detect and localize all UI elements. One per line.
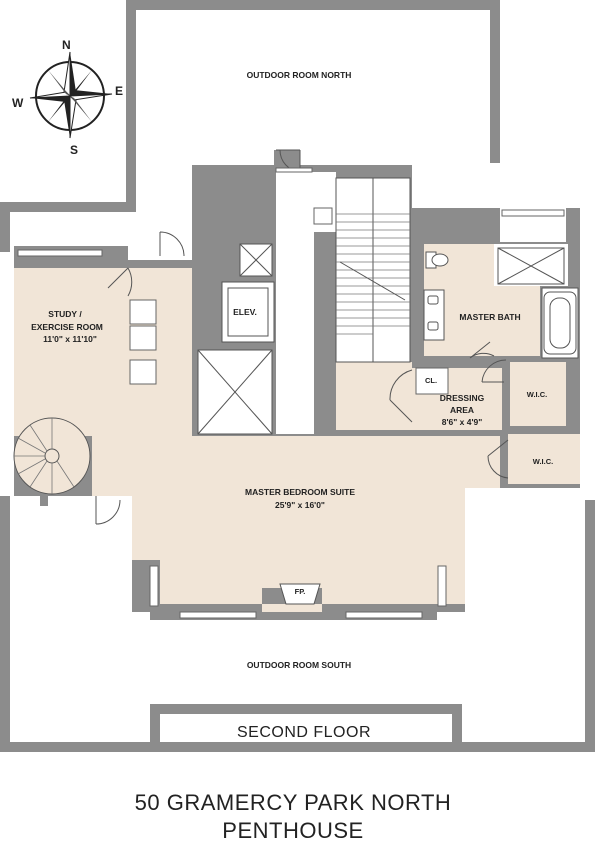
- main-staircase: [335, 177, 411, 363]
- master-bedroom-label: MASTER BEDROOM SUITE: [245, 487, 355, 497]
- spiral-staircase: [13, 417, 91, 495]
- master-bedroom-dimensions: 25'9" x 16'0": [275, 500, 325, 510]
- elevator-shaft: [197, 243, 275, 435]
- outdoor-room-north: [0, 0, 500, 252]
- compass-north-label: N: [62, 38, 71, 52]
- dressing-area-label-line2: AREA: [450, 405, 474, 415]
- fireplace: [279, 583, 321, 605]
- windows: [17, 167, 565, 619]
- master-bath-label: MASTER BATH: [459, 312, 520, 322]
- doors: [95, 149, 509, 525]
- closets: [129, 207, 449, 395]
- compass-east-label: E: [115, 84, 123, 98]
- closet-label: CL.: [425, 376, 437, 385]
- outdoor-room-south: [0, 496, 595, 752]
- wic-lower-label: W.I.C.: [533, 457, 553, 466]
- study-label-line1: STUDY /: [48, 309, 82, 319]
- wic-upper-label: W.I.C.: [527, 390, 547, 399]
- bath-fixtures: [423, 247, 579, 359]
- outdoor-room-south-label: OUTDOOR ROOM SOUTH: [247, 660, 351, 670]
- dressing-area-label-line1: DRESSING: [440, 393, 485, 403]
- compass-south-label: S: [70, 143, 78, 157]
- fireplace-label: FP.: [295, 587, 306, 596]
- floor-label: SECOND FLOOR: [237, 724, 371, 741]
- unit-title: PENTHOUSE: [222, 818, 363, 843]
- dressing-area-dimensions: 8'6" x 4'9": [442, 417, 482, 427]
- study-label-line2: EXERCISE ROOM: [31, 322, 103, 332]
- building-title: 50 GRAMERCY PARK NORTH: [135, 790, 452, 815]
- compass-west-label: W: [12, 96, 24, 110]
- outdoor-room-north-label: OUTDOOR ROOM NORTH: [247, 70, 352, 80]
- elevator-label: ELEV.: [233, 307, 257, 317]
- study-dimensions: 11'0" x 11'10": [43, 334, 97, 344]
- compass: [29, 51, 113, 139]
